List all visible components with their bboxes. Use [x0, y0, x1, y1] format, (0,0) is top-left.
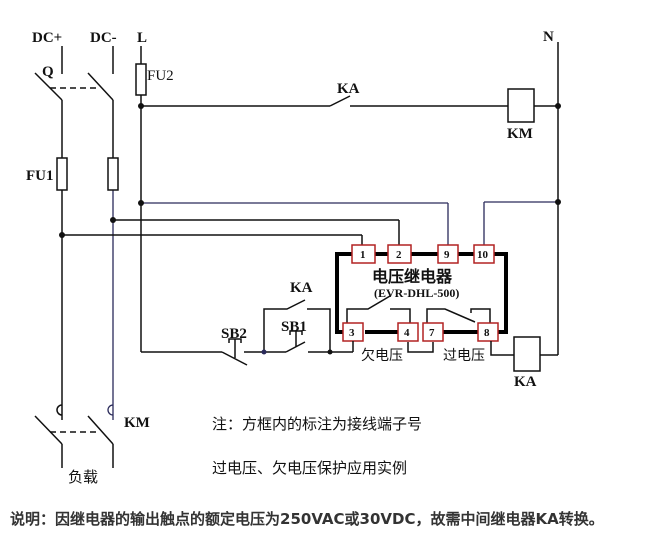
svg-text:9: 9	[444, 249, 450, 261]
terminal-1: 1	[351, 244, 376, 264]
km-contact-label: KM	[124, 415, 150, 431]
ka-contact-top-label: KA	[337, 81, 360, 97]
junction-dot	[555, 103, 561, 109]
terminal-8: 8	[477, 322, 499, 342]
dc-plus-wire	[34, 46, 63, 420]
ka-contact-left-label: KA	[290, 280, 313, 296]
terminal-2: 2	[387, 244, 412, 264]
dc-minus-label: DC-	[90, 30, 117, 46]
svg-text:1: 1	[360, 249, 366, 261]
caption: 说明：因继电器的输出触点的额定电压为250VAC或30VDC，故需中间继电器KA…	[10, 510, 604, 528]
svg-text:3: 3	[349, 327, 355, 339]
undervoltage-label: 欠电压	[361, 348, 403, 364]
line-label: L	[137, 30, 147, 46]
km-rung	[141, 95, 558, 107]
breaker-label: Q	[42, 64, 54, 80]
ka-coil-label: KA	[514, 374, 537, 390]
junction-dot	[59, 232, 65, 238]
terminal-9: 9	[437, 244, 459, 264]
sb1-label: SB1	[281, 319, 307, 335]
junction-dot	[110, 217, 116, 223]
overvoltage-label: 过电压	[443, 348, 485, 364]
junction-dot	[138, 103, 144, 109]
junction-dot	[261, 349, 267, 355]
control-rung	[141, 299, 354, 366]
junction-dot	[327, 349, 333, 355]
dc-plus-label: DC+	[32, 30, 62, 46]
ka-coil	[513, 336, 541, 372]
ka-coil-wiring	[490, 341, 558, 356]
junction-dot	[555, 199, 561, 205]
km-main-contact	[34, 404, 114, 468]
sb2-label: SB2	[221, 326, 247, 342]
terminal-4: 4	[397, 322, 419, 342]
svg-text:7: 7	[429, 327, 435, 339]
relay-model: (EVR-DHL-500)	[374, 286, 459, 300]
neutral-label: N	[543, 29, 554, 45]
km-coil	[507, 88, 535, 123]
km-coil-label: KM	[507, 126, 533, 142]
note-terminal-numbers: 注：方框内的标注为接线端子号	[212, 415, 422, 433]
fuse2-label: FU2	[147, 68, 174, 84]
svg-text:2: 2	[396, 249, 402, 261]
svg-text:8: 8	[484, 327, 490, 339]
svg-text:10: 10	[477, 249, 489, 261]
fuse2	[135, 63, 147, 96]
relay-name: 电压继电器	[372, 267, 453, 286]
fuse1-dcminus	[107, 157, 119, 191]
load-label: 负载	[68, 468, 98, 486]
junction-dot	[138, 200, 144, 206]
terminal-3: 3	[342, 322, 364, 342]
terminal-10: 10	[473, 244, 495, 264]
fuse1-dcplus	[56, 157, 68, 191]
dc-minus-wire	[87, 46, 114, 420]
svg-text:4: 4	[404, 327, 410, 339]
note-application-example: 过电压、欠电压保护应用实例	[212, 459, 407, 477]
terminal-7: 7	[422, 322, 444, 342]
relay-feed-wires	[62, 201, 558, 245]
fuse1-label: FU1	[26, 168, 54, 184]
